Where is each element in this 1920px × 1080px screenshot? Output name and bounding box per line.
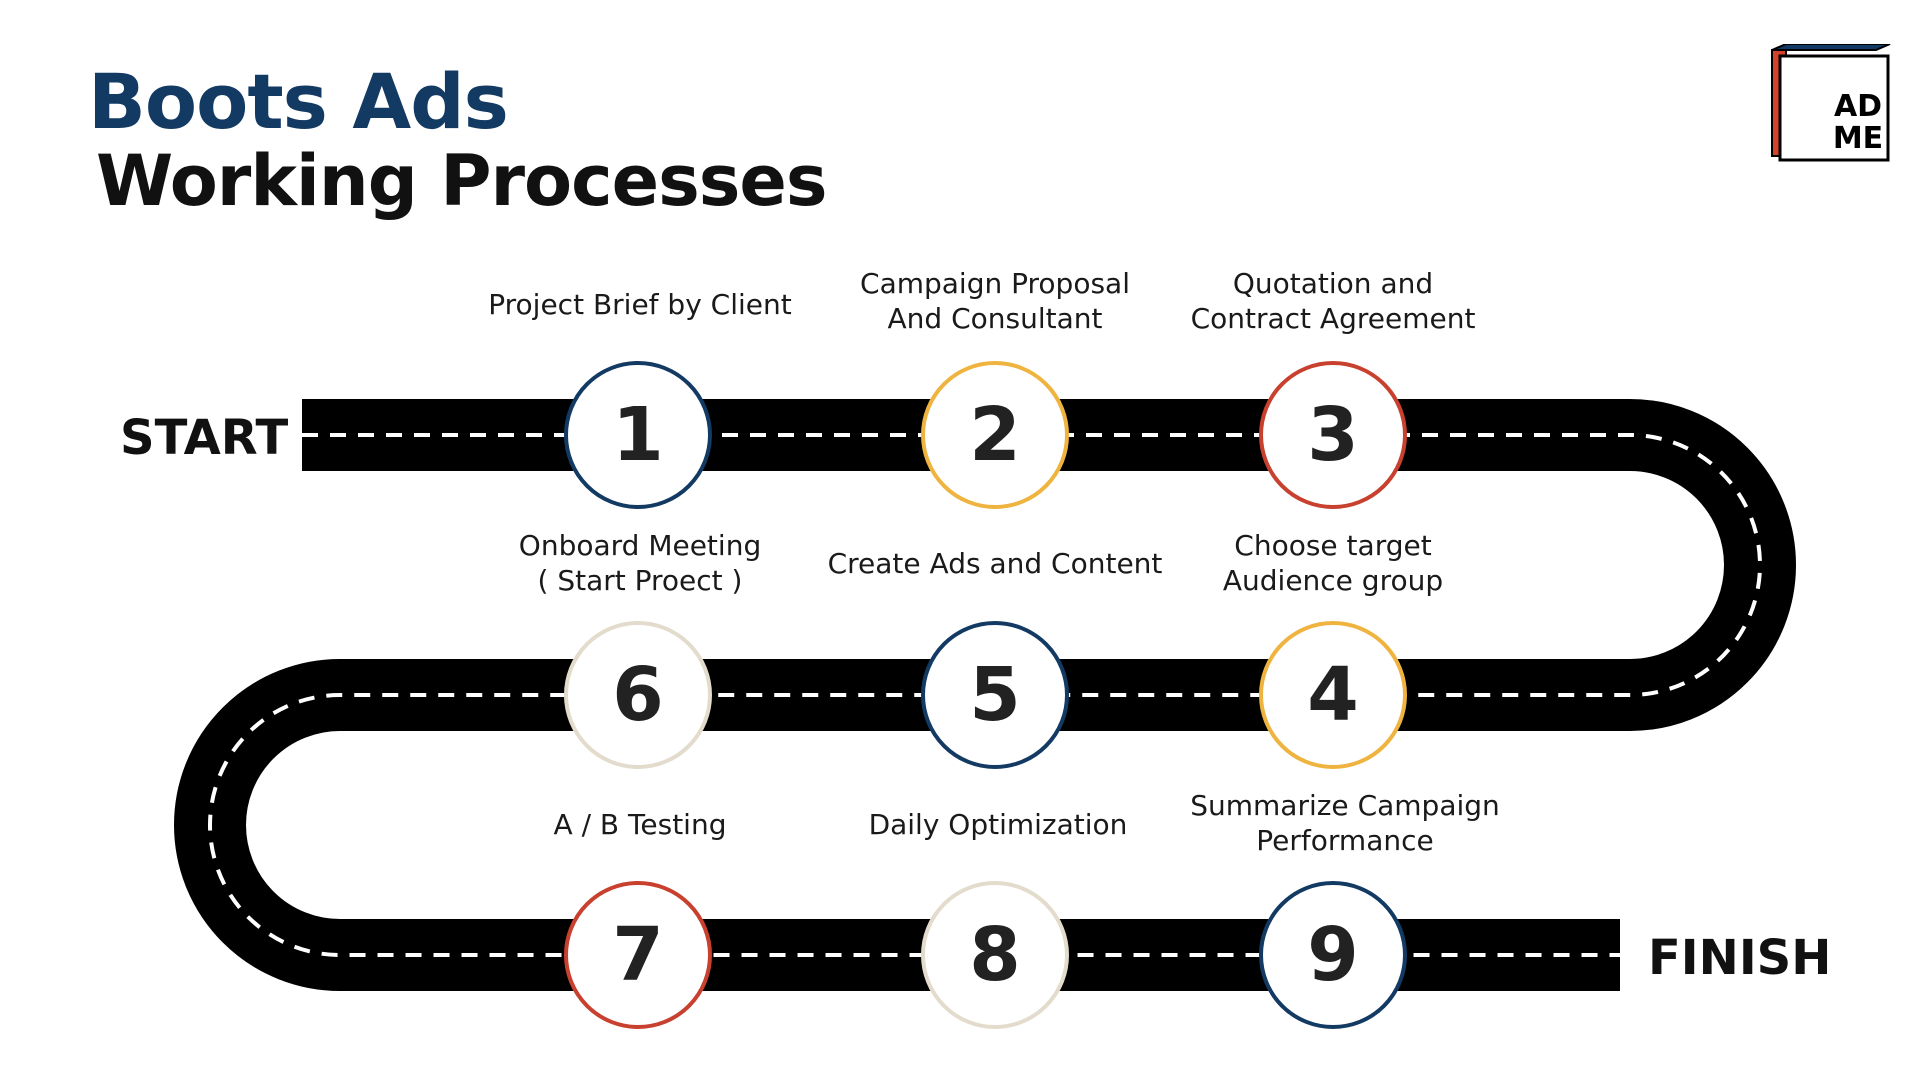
step-label-line: Onboard Meeting: [518, 529, 762, 562]
step-number: 7: [612, 912, 664, 998]
step-label-line: A / B Testing: [553, 807, 727, 841]
step-label-line: Summarize Campaign: [1190, 789, 1500, 822]
title-brand: Boots Ads: [88, 57, 509, 146]
finish-label: FINISH: [1648, 930, 1832, 986]
logo-text-me: ME: [1833, 121, 1883, 156]
step-node-3: 3: [1259, 361, 1407, 509]
step-node-9: 9: [1259, 881, 1407, 1029]
step-number: 3: [1307, 392, 1359, 478]
step-node-6: 6: [564, 621, 712, 769]
step-number: 2: [969, 392, 1021, 478]
step-node-5: 5: [921, 621, 1069, 769]
step-label-line: Quotation and: [1232, 267, 1434, 300]
step-label-line: Daily Optimization: [868, 807, 1128, 841]
logo-text-ad: AD: [1834, 89, 1882, 124]
step-label-line: Choose target: [1234, 529, 1432, 562]
step-label-line: Performance: [1256, 824, 1434, 857]
step-number: 1: [612, 392, 664, 478]
title-subtitle: Working Processes: [96, 140, 828, 222]
step-label-7: A / B Testing: [450, 807, 830, 842]
step-number: 4: [1307, 652, 1359, 738]
step-node-1: 1: [564, 361, 712, 509]
step-label-line: Campaign Proposal: [860, 267, 1130, 300]
step-node-8: 8: [921, 881, 1069, 1029]
step-label-5: Create Ads and Content: [805, 546, 1185, 581]
step-node-2: 2: [921, 361, 1069, 509]
step-number: 9: [1307, 912, 1359, 998]
step-label-line: Contract Agreement: [1190, 302, 1476, 335]
step-label-line: And Consultant: [887, 302, 1103, 335]
step-number: 6: [612, 652, 664, 738]
step-label-line: Create Ads and Content: [827, 546, 1163, 580]
step-label-1: Project Brief by Client: [450, 287, 830, 322]
start-label: START: [120, 410, 289, 466]
step-label-6: Onboard Meeting( Start Proect ): [450, 528, 830, 598]
step-label-8: Daily Optimization: [808, 807, 1188, 842]
step-label-line: Project Brief by Client: [488, 287, 792, 321]
step-node-7: 7: [564, 881, 712, 1029]
adme-logo: AD ME: [1771, 44, 1891, 162]
step-node-4: 4: [1259, 621, 1407, 769]
step-label-line: ( Start Proect ): [537, 564, 743, 597]
step-number: 5: [969, 652, 1021, 738]
step-label-line: Audience group: [1222, 564, 1444, 597]
step-number: 8: [969, 912, 1021, 998]
